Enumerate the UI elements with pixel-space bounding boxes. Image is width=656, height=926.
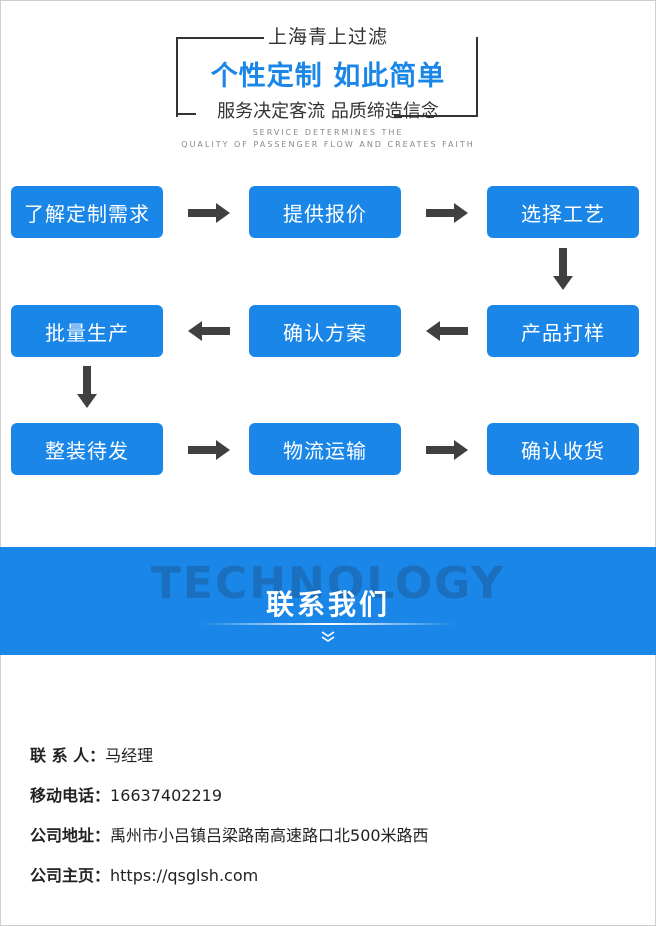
contact-address-value: 禹州市小吕镇吕梁路南高速路口北500米路西 bbox=[110, 826, 429, 845]
arrow-left-icon bbox=[188, 321, 230, 341]
contact-homepage-row: 公司主页：https://qsglsh.com bbox=[30, 862, 258, 886]
step-box: 产品打样 bbox=[487, 305, 639, 357]
banner-divider bbox=[200, 623, 456, 625]
header-bracket-left-foot bbox=[176, 113, 196, 115]
english-line-2: QUALITY OF PASSENGER FLOW AND CREATES FA… bbox=[181, 140, 475, 149]
step-box: 批量生产 bbox=[11, 305, 163, 357]
brand-name: 上海青上过滤 bbox=[267, 26, 388, 48]
contact-homepage-label: 公司主页： bbox=[30, 866, 111, 885]
step-box: 了解定制需求 bbox=[11, 186, 163, 238]
contact-phone-row: 移动电话：16637402219 bbox=[30, 782, 222, 806]
step-box: 整装待发 bbox=[11, 423, 163, 475]
contact-person-value: 马经理 bbox=[105, 746, 154, 765]
contact-banner bbox=[0, 547, 656, 655]
step-box: 确认收货 bbox=[487, 423, 639, 475]
contact-phone-label: 移动电话： bbox=[30, 786, 111, 805]
step-box: 物流运输 bbox=[249, 423, 401, 475]
step-box: 选择工艺 bbox=[487, 186, 639, 238]
arrow-right-icon bbox=[188, 203, 230, 223]
contact-person-label: 联 系 人： bbox=[30, 746, 106, 765]
contact-person-row: 联 系 人：马经理 bbox=[30, 742, 153, 766]
arrow-down-icon bbox=[77, 366, 97, 408]
slogan: 个性定制 如此简单 bbox=[210, 61, 446, 92]
contact-address-row: 公司地址：禹州市小吕镇吕梁路南高速路口北500米路西 bbox=[30, 822, 429, 846]
header-bracket-right bbox=[394, 37, 478, 117]
arrow-right-icon bbox=[188, 440, 230, 460]
double-chevron-down-icon bbox=[321, 631, 335, 642]
arrow-left-icon bbox=[426, 321, 468, 341]
arrow-right-icon bbox=[426, 440, 468, 460]
step-box: 提供报价 bbox=[249, 186, 401, 238]
banner-title: 联系我们 bbox=[265, 588, 390, 621]
header-bracket-left bbox=[176, 37, 264, 117]
contact-phone-value: 16637402219 bbox=[110, 786, 222, 805]
arrow-right-icon bbox=[426, 203, 468, 223]
subtitle: 服务决定客流 品质缔造信念 bbox=[217, 101, 439, 122]
english-line-1: SERVICE DETERMINES THE bbox=[252, 128, 404, 137]
contact-homepage-link[interactable]: https://qsglsh.com bbox=[110, 866, 259, 885]
step-box: 确认方案 bbox=[249, 305, 401, 357]
arrow-down-icon bbox=[553, 248, 573, 290]
banner-bg-text: TECHNOLOGY bbox=[150, 558, 506, 609]
contact-address-label: 公司地址： bbox=[30, 826, 111, 845]
